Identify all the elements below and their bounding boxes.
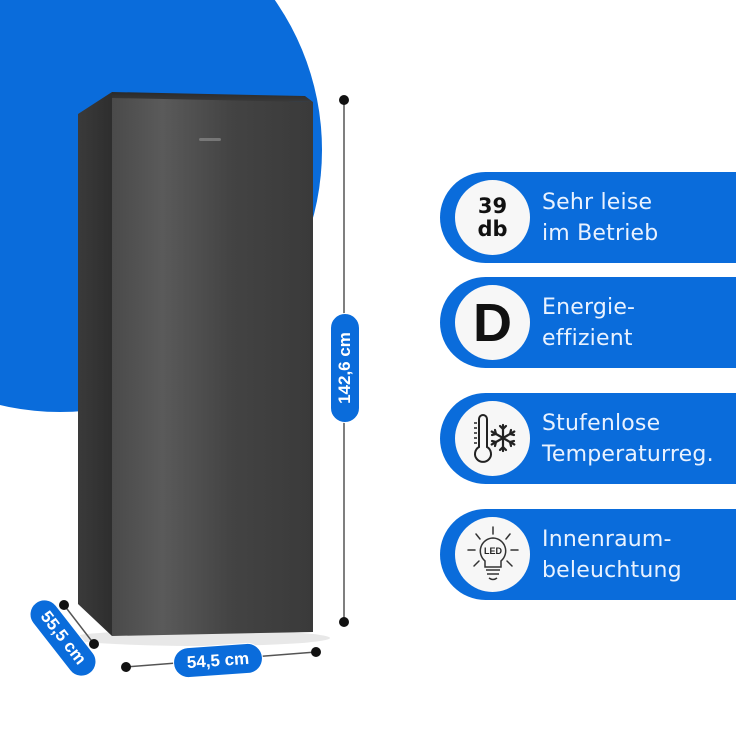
feature-pill-lighting: LED Innenraum- beleuchtung (440, 509, 736, 600)
feature-line1: Stufenlose (542, 410, 661, 436)
feature-pill-energy: D Energie- effizient (440, 277, 736, 368)
energy-class-letter: D (473, 292, 512, 353)
feature-line2: Temperaturreg. (542, 441, 714, 467)
feature-line2: im Betrieb (542, 220, 659, 246)
feature-line1: Energie- (542, 294, 636, 320)
thermometer-snowflake-icon (455, 401, 530, 476)
width-dimension-label: 54,5 cm (172, 641, 264, 680)
height-dimension-label: 142,6 cm (330, 313, 360, 423)
feature-line1: Sehr leise (542, 189, 653, 215)
decibel-unit: db (477, 216, 508, 241)
svg-text:LED: LED (484, 546, 503, 556)
decibel-badge-icon: 39 db (455, 180, 530, 255)
energy-class-badge-icon: D (455, 285, 530, 360)
led-bulb-icon: LED (455, 517, 530, 592)
feature-pill-noise: 39 db Sehr leise im Betrieb (440, 172, 736, 263)
feature-line1: Innenraum- (542, 526, 672, 552)
feature-pill-temperature: Stufenlose Temperaturreg. (440, 393, 736, 484)
decibel-value: 39 (477, 193, 508, 218)
feature-line2: beleuchtung (542, 557, 682, 583)
feature-line2: effizient (542, 325, 633, 351)
